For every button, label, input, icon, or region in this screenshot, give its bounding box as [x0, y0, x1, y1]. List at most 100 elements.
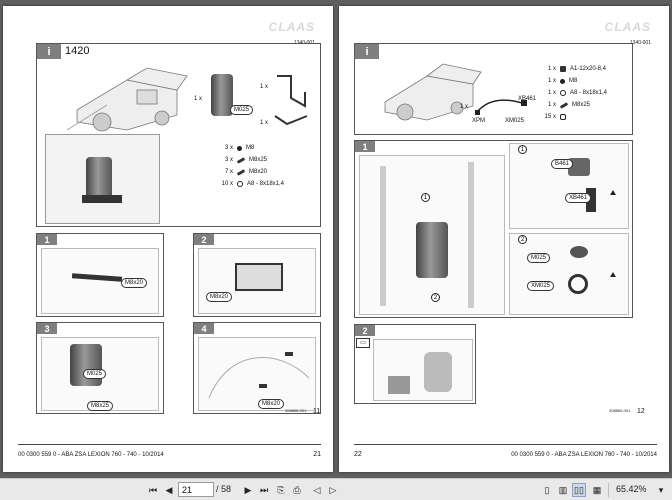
history-back-icon: ⎘ [277, 484, 285, 495]
step-1-detail-a [509, 143, 629, 229]
page-right: CLAAS 1340-001 i 1 x XB461 X [339, 6, 669, 472]
frame-post [468, 162, 474, 308]
callout-circle-1: 1 [421, 193, 430, 202]
cable-label-xm025: XM025 [505, 118, 525, 124]
step-1-header: 1 [37, 234, 163, 245]
step-4-header: 4 [194, 323, 320, 334]
previous-page-icon: ◀ [165, 484, 173, 495]
section-page-number: 11 [313, 408, 321, 415]
step-1-detail-b [509, 233, 629, 315]
qty-bracket: 1 x [260, 84, 269, 90]
step-2-panel: 2 M8x20 [193, 233, 321, 317]
continuous-facing-icon: ▦ [592, 484, 602, 495]
bolt-icon [236, 168, 246, 176]
footer-rule [354, 444, 657, 445]
callout-m025: M025 [527, 253, 551, 263]
reservoir-part [211, 74, 233, 116]
bolt-icon [236, 156, 246, 164]
footer-text: 00 0300 559 0 - ABA ZSA LEXION 760 - 740… [511, 452, 657, 458]
step-1-panel: 1 1 2 1 B461 XB461 2 M025 X [354, 140, 633, 318]
step-4-drawing [208, 352, 310, 399]
nut-icon [237, 145, 242, 151]
washer-icon [560, 90, 566, 96]
qty-cable: 1 x [460, 104, 469, 110]
step-4-panel: 4 M8x20 [193, 322, 321, 414]
chevron-down-icon: ▾ [658, 484, 664, 495]
first-page-button[interactable]: ⏮ [146, 483, 160, 497]
page-number: 21 [313, 451, 321, 458]
step-2-panel: 2 ▭ [354, 324, 476, 404]
figure-reference: 208868-001 [285, 408, 307, 413]
info-header: i [355, 44, 632, 59]
history-back-button[interactable]: ⎘ [274, 483, 288, 497]
fitting-part [570, 246, 588, 258]
step-4-callout: M8x20 [258, 399, 285, 409]
detail-circle-2: 2 [518, 235, 527, 244]
harvester-illustration [67, 67, 188, 132]
document-viewport[interactable]: CLAAS 1340-001 i 1420 [0, 0, 672, 478]
previous-view-icon: ◁ [313, 484, 321, 495]
continuous-facing-view-button[interactable]: ▦ [590, 483, 604, 497]
step-3-header: 3 [37, 323, 163, 334]
viewer-toolbar: ⏮ ◀ / 58 ▶ ⏭ ⎘ ⎙ ◁ ▷ ▯ ▥ ▯▯ ▦ 65.42% ▾ [0, 478, 672, 500]
callout-xm025: XM025 [527, 281, 555, 291]
next-page-button[interactable]: ▶ [241, 483, 255, 497]
step-1-main-sketch [359, 155, 505, 315]
callout-xb461: XB461 [565, 193, 592, 203]
info-title: 1420 [65, 45, 90, 57]
history-forward-button[interactable]: ⎙ [290, 483, 304, 497]
step-1-header: 1 [355, 141, 632, 152]
zoom-dropdown-button[interactable]: ▾ [654, 483, 668, 497]
figure-reference: 208869-001 [609, 408, 631, 413]
connector-part [568, 158, 590, 176]
facing-view-button[interactable]: ▯▯ [572, 483, 586, 497]
info-panel: i 1420 1 x M025 [36, 43, 321, 227]
step-1-panel: 1 M8x20 [36, 233, 164, 317]
lubricant-reservoir [70, 344, 102, 386]
pump-base [82, 195, 122, 203]
previous-view-button[interactable]: ◁ [310, 483, 324, 497]
continuous-view-button[interactable]: ▥ [556, 483, 570, 497]
page-total: / 58 [216, 484, 232, 494]
info-tag: i [355, 44, 379, 59]
console-part [388, 376, 410, 394]
zoom-level[interactable]: 65.42% [616, 484, 647, 494]
previous-page-button[interactable]: ◀ [162, 483, 176, 497]
cable-label-xb461: XB461 [518, 96, 537, 102]
info-header: i 1420 [37, 44, 320, 59]
doc-reference: 1340-001 [629, 40, 651, 46]
step-2-sketch [198, 248, 316, 314]
single-page-icon: ▯ [544, 484, 550, 495]
bolt-icon [559, 101, 569, 109]
continuous-view-icon: ▥ [558, 484, 568, 495]
brand-logo: CLAAS [268, 20, 315, 34]
qty-strap: 1 x [260, 120, 269, 126]
last-page-icon: ⏭ [259, 484, 269, 495]
step-2-header: 2 [355, 325, 475, 336]
info-tag: i [37, 44, 61, 59]
cable-tie-icon [560, 66, 566, 72]
mounting-plate [235, 263, 283, 291]
cable-harness-part [475, 99, 527, 115]
step-3-callout-a: M025 [83, 369, 107, 379]
brand-logo: CLAAS [604, 20, 651, 34]
step-2-sketch [373, 339, 473, 401]
next-view-button[interactable]: ▷ [326, 483, 340, 497]
last-page-button[interactable]: ⏭ [257, 483, 271, 497]
book-icon: ▭ [356, 338, 370, 348]
harvester-illustration [384, 63, 482, 121]
step-1-callout: M8x20 [121, 278, 148, 288]
plug-part [586, 188, 596, 212]
page-number-input[interactable] [178, 482, 214, 497]
history-forward-icon: ⎙ [293, 484, 301, 495]
page-number: 22 [354, 451, 362, 458]
frame-post [380, 166, 386, 306]
single-page-view-button[interactable]: ▯ [540, 483, 554, 497]
bracket-part [71, 273, 123, 282]
section-page-number: 12 [637, 408, 645, 415]
